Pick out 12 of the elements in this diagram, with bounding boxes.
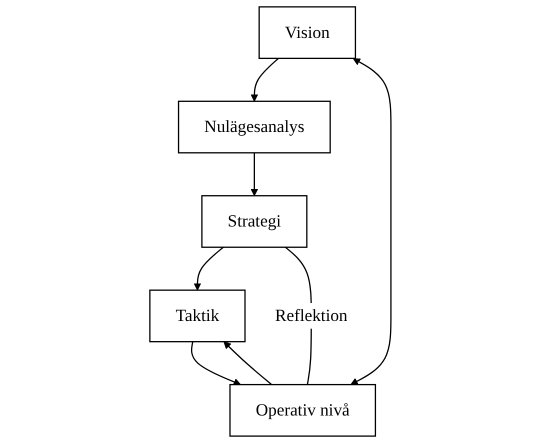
node-box: Vision — [258, 6, 356, 60]
arrow — [350, 58, 392, 385]
node-box: Operativ nivå — [228, 384, 376, 437]
edge-label: Reflektion — [274, 306, 348, 326]
arrow — [250, 58, 278, 102]
node-box: Strategi — [200, 195, 308, 248]
arrow — [190, 342, 241, 386]
arrow — [193, 246, 224, 291]
arrow — [250, 152, 258, 196]
node-box: Taktik — [148, 290, 246, 342]
arrow — [223, 341, 272, 386]
node-box: Nulägesanalys — [177, 100, 330, 154]
